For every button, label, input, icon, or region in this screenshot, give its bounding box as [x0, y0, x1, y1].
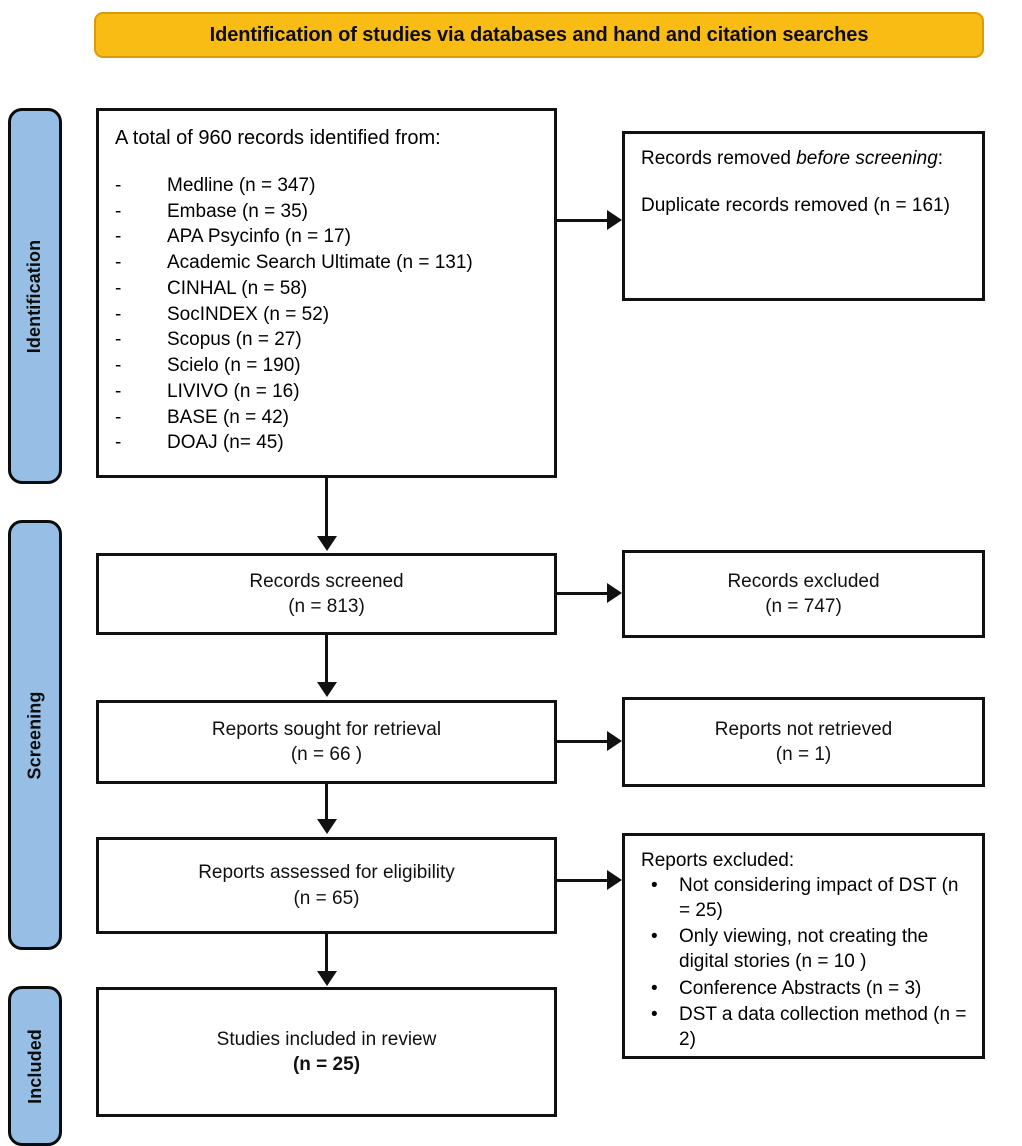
box-records-identified: A total of 960 records identified from: … [96, 108, 557, 478]
source-label: Scopus (n = 27) [167, 329, 302, 351]
dash-marker: - [115, 380, 122, 402]
database-source-list: - Medline (n = 347) - Embase (n = 35) - … [115, 173, 542, 456]
dash-marker: - [115, 355, 122, 377]
records-removed-heading: Records removed before screening: [641, 148, 970, 170]
arrowhead-screened-to-excluded [607, 583, 622, 603]
reports-assessed-count: (n = 65) [293, 887, 360, 909]
connector-line-assessed-to-excluded [557, 879, 609, 882]
box-reports-sought: Reports sought for retrieval (n = 66 ) [96, 700, 557, 784]
arrowhead-assessed-to-excluded [607, 870, 622, 890]
records-screened-label: Records screened [249, 570, 404, 592]
dash-marker: - [115, 252, 122, 274]
dash-marker: - [115, 175, 122, 196]
arrowhead-sought-to-assessed [317, 819, 337, 834]
arrowhead-identification-to-screened [317, 536, 337, 551]
bullet-marker: • [651, 926, 658, 948]
bullet-marker: • [651, 1004, 658, 1026]
source-label: Medline (n = 347) [167, 175, 316, 196]
source-label: Embase (n = 35) [167, 200, 308, 222]
connector-line-sought-to-assessed [325, 784, 328, 820]
dash-marker: - [115, 277, 122, 299]
list-item: - Medline (n = 347) [115, 173, 542, 199]
diagram-header-banner: Identification of studies via databases … [94, 12, 984, 58]
source-label: CINHAL (n = 58) [167, 277, 308, 299]
connector-line-assessed-to-included [325, 934, 328, 972]
bullet-marker: • [651, 977, 658, 999]
reports-not-retrieved-label: Reports not retrieved [714, 718, 893, 740]
records-excluded-count: (n = 747) [765, 596, 842, 617]
arrowhead-identification-to-removed [607, 210, 622, 230]
source-label: SocINDEX (n = 52) [167, 303, 330, 325]
list-item: - Embase (n = 35) [115, 199, 542, 225]
list-item: - Scielo (n = 190) [115, 353, 542, 379]
reports-excluded-title: Reports excluded: [641, 850, 795, 871]
list-item: • DST a data collection method (n = 2) [641, 1003, 970, 1052]
stage-label-screening: Screening [8, 520, 62, 950]
records-identified-title: A total of 960 records identified from: [115, 127, 441, 149]
arrowhead-screened-to-sought [317, 682, 337, 697]
studies-included-count: (n = 25) [292, 1054, 361, 1075]
box-reports-not-retrieved: Reports not retrieved (n = 1) [622, 697, 985, 787]
arrowhead-sought-to-not-retrieved [607, 731, 622, 751]
records-removed-emphasis: before screening [796, 148, 938, 169]
list-item: • Conference Abstracts (n = 3) [641, 977, 970, 1002]
box-reports-excluded-reasons: Reports excluded: • Not considering impa… [622, 833, 985, 1059]
box-reports-assessed: Reports assessed for eligibility (n = 65… [96, 837, 557, 934]
reports-not-retrieved-count: (n = 1) [775, 744, 832, 765]
list-item: - Scopus (n = 27) [115, 327, 542, 353]
list-item: - DOAJ (n= 45) [115, 430, 542, 456]
source-label: DOAJ (n= 45) [167, 432, 284, 454]
connector-line-screened-to-sought [325, 635, 328, 683]
exclusion-reason: Not considering impact of DST (n = 25) [679, 875, 959, 921]
box-records-removed: Records removed before screening: Duplic… [622, 131, 985, 301]
records-screened-count: (n = 813) [288, 596, 365, 617]
list-item: - CINHAL (n = 58) [115, 276, 542, 302]
list-item: - APA Psycinfo (n = 17) [115, 224, 542, 250]
stage-screening-text: Screening [24, 691, 45, 779]
reports-assessed-label: Reports assessed for eligibility [198, 862, 455, 884]
list-item: - BASE (n = 42) [115, 405, 542, 431]
list-item: - SocINDEX (n = 52) [115, 302, 542, 328]
box-records-screened: Records screened (n = 813) [96, 553, 557, 635]
source-label: Academic Search Ultimate (n = 131) [167, 252, 473, 274]
stage-identification-text: Identification [24, 239, 45, 353]
records-removed-suffix: : [937, 148, 944, 169]
list-item: • Not considering impact of DST (n = 25) [641, 874, 970, 923]
diagram-title: Identification of studies via databases … [209, 23, 869, 46]
dash-marker: - [115, 226, 122, 248]
exclusion-reason: Conference Abstracts (n = 3) [679, 977, 922, 999]
stage-label-identification: Identification [8, 108, 62, 484]
reports-sought-label: Reports sought for retrieval [211, 718, 442, 740]
dash-marker: - [115, 432, 122, 454]
box-records-excluded: Records excluded (n = 747) [622, 550, 985, 638]
dash-marker: - [115, 200, 122, 222]
duplicate-records-removed: Duplicate records removed (n = 161) [641, 195, 950, 216]
dash-marker: - [115, 406, 122, 428]
exclusion-reason: Only viewing, not creating the digital s… [679, 926, 929, 973]
bullet-marker: • [651, 875, 658, 896]
source-label: LIVIVO (n = 16) [167, 380, 300, 402]
exclusion-reason-list: • Not considering impact of DST (n = 25)… [641, 874, 970, 1053]
arrowhead-assessed-to-included [317, 971, 337, 986]
connector-line-identification-to-screened [325, 478, 328, 538]
connector-line-identification-to-removed [557, 219, 609, 222]
reports-sought-count: (n = 66 ) [290, 744, 363, 765]
dash-marker: - [115, 329, 122, 351]
list-item: - Academic Search Ultimate (n = 131) [115, 250, 542, 276]
box-studies-included: Studies included in review (n = 25) [96, 987, 557, 1117]
connector-line-screened-to-excluded [557, 592, 609, 595]
list-item: - LIVIVO (n = 16) [115, 379, 542, 405]
records-excluded-label: Records excluded [727, 570, 880, 592]
studies-included-label: Studies included in review [216, 1028, 437, 1050]
exclusion-reason: DST a data collection method (n = 2) [679, 1004, 967, 1051]
source-label: APA Psycinfo (n = 17) [167, 226, 351, 248]
stage-label-included: Included [8, 986, 62, 1146]
source-label: Scielo (n = 190) [167, 355, 301, 377]
records-removed-prefix: Records removed [641, 148, 797, 169]
list-item: • Only viewing, not creating the digital… [641, 925, 970, 974]
source-label: BASE (n = 42) [167, 406, 289, 428]
stage-included-text: Included [24, 1028, 45, 1104]
dash-marker: - [115, 303, 122, 325]
connector-line-sought-to-not-retrieved [557, 740, 609, 743]
